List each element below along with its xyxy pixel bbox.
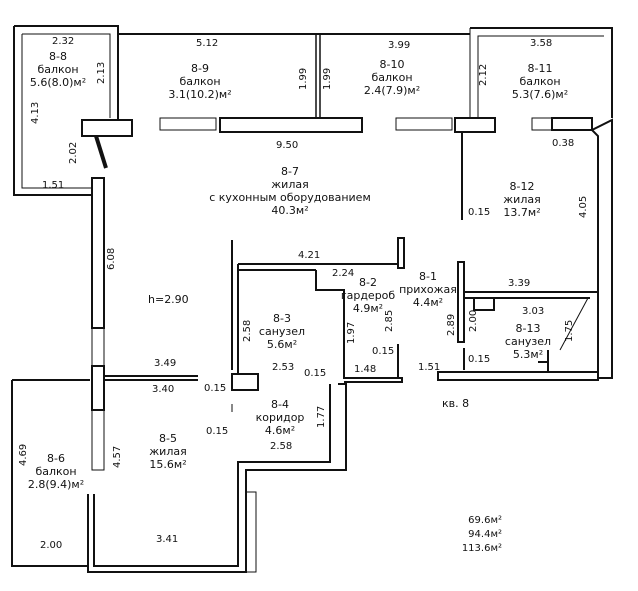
- dim-4-57: 4.57: [112, 445, 123, 468]
- dim-1-97: 1.97: [346, 321, 357, 344]
- dim-0-15-e: 0.15: [204, 383, 227, 394]
- dim-1-51-b: 1.51: [418, 362, 441, 373]
- dim-2-00-a: 2.00: [468, 309, 479, 332]
- dim-3-03: 3.03: [522, 306, 545, 317]
- dim-1-99-a: 1.99: [298, 67, 309, 90]
- total-3: 113.6м²: [461, 543, 502, 554]
- wall-8-3: [231, 240, 403, 383]
- dim-3-39: 3.39: [508, 278, 531, 289]
- dim-3-40: 3.40: [152, 384, 175, 395]
- wall-top-950: [219, 117, 363, 133]
- total-2: 94.4м²: [468, 529, 502, 540]
- dim-1-48: 1.48: [354, 364, 377, 375]
- dim-2-12: 2.12: [478, 63, 489, 86]
- dim-3-99: 3.99: [388, 40, 411, 51]
- dim-2-02: 2.02: [68, 141, 79, 164]
- dim-1-77: 1.77: [316, 405, 327, 428]
- wall-8-5: [104, 375, 198, 381]
- balcony-8-6-frame: [11, 379, 90, 567]
- dim-1-99-b: 1.99: [322, 67, 333, 90]
- dim-6-08: 6.08: [106, 247, 117, 270]
- dim-3-41: 3.41: [156, 534, 179, 545]
- dim-2-32: 2.32: [52, 36, 75, 47]
- dim-4-69: 4.69: [18, 443, 29, 466]
- apartment-label: кв. 8: [442, 397, 470, 410]
- totals: 69.6м² 94.4м² 113.6м²: [452, 514, 502, 556]
- dim-2-58-b: 2.58: [270, 441, 293, 452]
- dim-1-75: 1.75: [564, 319, 575, 342]
- dim-4-21: 4.21: [298, 250, 321, 261]
- dim-3-49: 3.49: [154, 358, 177, 369]
- dim-2-53: 2.53: [272, 362, 295, 373]
- balcony-8-8-frame: [13, 25, 119, 196]
- dim-0-15-d: 0.15: [304, 368, 327, 379]
- dim-5-12: 5.12: [196, 38, 219, 49]
- dim-2-89: 2.89: [446, 313, 457, 336]
- dim-0-15-a: 0.15: [468, 207, 491, 218]
- dim-0-15-f: 0.15: [206, 426, 229, 437]
- dim-4-05: 4.05: [578, 195, 589, 218]
- dim-2-13: 2.13: [96, 61, 107, 84]
- balcony-row-top: [118, 27, 613, 118]
- ceiling-height: h=2.90: [148, 293, 189, 306]
- dim-9-50: 9.50: [276, 140, 299, 151]
- dim-0-15-b: 0.15: [372, 346, 395, 357]
- dim-2-85: 2.85: [384, 309, 395, 332]
- dim-2-00-b: 2.00: [40, 540, 63, 551]
- window-1: [159, 117, 217, 131]
- dim-3-58: 3.58: [530, 38, 553, 49]
- dim-2-58-a: 2.58: [242, 319, 253, 342]
- dim-4-13: 4.13: [30, 101, 41, 124]
- dim-2-24: 2.24: [332, 268, 355, 279]
- dim-1-51-a: 1.51: [42, 180, 65, 191]
- total-1: 69.6м²: [468, 515, 502, 526]
- dim-0-15-c: 0.15: [468, 354, 491, 365]
- dim-0-38: 0.38: [552, 138, 575, 149]
- window-2: [395, 117, 453, 131]
